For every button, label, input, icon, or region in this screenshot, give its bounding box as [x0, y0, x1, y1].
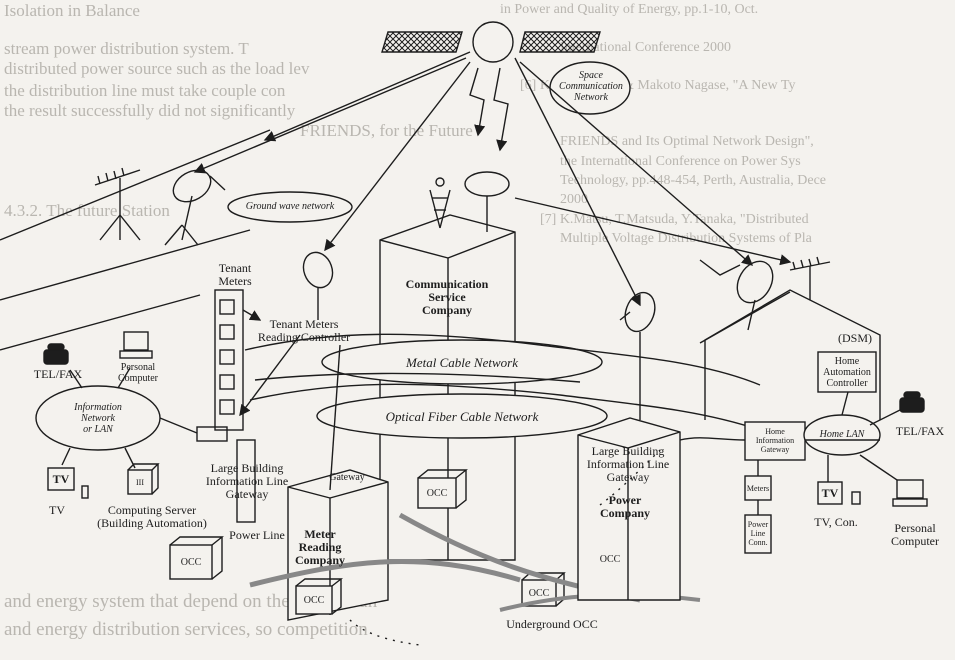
- ground-wave-label: Ground wave network: [245, 201, 335, 212]
- tenant-controller-label: Tenant Meters Reading Controller: [257, 317, 351, 344]
- large-building-left-label: Large Building Information Line Gateway: [205, 461, 289, 501]
- antenna-mast-icon: [789, 256, 831, 300]
- occ-label: OCC: [528, 588, 550, 599]
- home-automation-box: [817, 351, 877, 393]
- tv-icon: [817, 481, 843, 505]
- meter-reading-label: Meter Reading Company: [294, 527, 345, 567]
- power-line-conn-box: [744, 514, 772, 554]
- tenant-meters-label: Tenant Meters: [218, 261, 252, 288]
- occ-label: OCC: [303, 595, 325, 606]
- background-text-bottom: and energy system that depend on the dem…: [4, 591, 378, 640]
- occ-box: [295, 578, 344, 615]
- power-company-building: [577, 417, 681, 601]
- underground-label: Underground OCC: [506, 617, 598, 631]
- dish-antenna-icon: [302, 251, 334, 320]
- computing-server-label: Computing Server (Building Automation): [97, 503, 207, 530]
- tel-fax-right-label: TEL/FAX: [895, 424, 945, 438]
- tel-fax-left-label: TEL/FAX: [33, 367, 83, 381]
- optical-fiber-label: Optical Fiber Cable Network: [385, 409, 539, 424]
- tv-icon: [47, 467, 75, 491]
- dish-antenna-icon: [619, 291, 656, 420]
- power-line-conn-label: Power Line Conn.: [747, 520, 769, 547]
- tv-icon-label: TV: [52, 472, 70, 486]
- dish-antenna-icon: [464, 171, 510, 232]
- satellite-icon: [381, 21, 601, 63]
- power-company-label: Power Company: [599, 493, 650, 520]
- tenant-meter-column: [214, 289, 244, 431]
- dsm-label: (DSM): [837, 331, 872, 345]
- occ-box: [417, 469, 468, 509]
- info-network-label: Information Network or LAN: [74, 402, 122, 435]
- home-info-gateway-box: [744, 421, 806, 461]
- occ-label: OCC: [180, 557, 202, 568]
- gateway-label: Gateway: [329, 472, 365, 483]
- radio-tower-icon: [429, 177, 451, 229]
- tv-con-label: TV, Con.: [814, 515, 858, 529]
- occ-label: OCC: [599, 554, 621, 565]
- metal-cable-label: Metal Cable Network: [406, 355, 518, 370]
- dish-antenna-icon: [736, 260, 774, 331]
- home-lan-label: Home LAN: [819, 429, 865, 440]
- antenna-mast-icon: [94, 167, 141, 241]
- telephone-icon: [899, 391, 925, 413]
- space-network-label: Space Communication Network: [559, 70, 623, 103]
- server-icon: [127, 463, 160, 495]
- power-line-label: Power Line: [229, 528, 285, 542]
- large-building-right-label: Large Building Information Line Gateway: [586, 444, 670, 484]
- occ-box: [169, 536, 224, 580]
- comm-company-label: Communication Service Company: [405, 277, 489, 317]
- personal-computer-right-label: Personal Computer: [891, 521, 939, 548]
- tv-left-label: TV: [49, 503, 65, 517]
- tv-icon-right-label: TV: [821, 486, 839, 500]
- house-outline: [699, 289, 881, 420]
- ground-wave-ellipse: [227, 191, 353, 223]
- occ-label: OCC: [426, 488, 448, 499]
- server-glyph: III: [136, 478, 144, 487]
- meter-reading-building: [287, 469, 389, 621]
- radio-link-bolt: [469, 67, 486, 137]
- home-automation-label: Home Automation Controller: [823, 356, 871, 389]
- dish-antenna-icon: [164, 169, 226, 246]
- meters-label: Meters: [746, 484, 770, 493]
- background-text-right: in Power and Quality of Energy, pp.1-10,…: [500, 2, 826, 246]
- home-info-gateway-label: Home Information Gateway: [755, 427, 795, 454]
- telephone-icon: [43, 343, 69, 365]
- computer-icon: [892, 479, 928, 507]
- personal-computer-left-label: Personal Computer: [118, 362, 158, 384]
- background-text-left: Isolation in Balance stream power distri…: [4, 1, 475, 220]
- radio-link-bolt-2: [493, 67, 509, 152]
- computer-icon: [119, 331, 153, 359]
- optical-fiber-ellipse: [316, 393, 608, 439]
